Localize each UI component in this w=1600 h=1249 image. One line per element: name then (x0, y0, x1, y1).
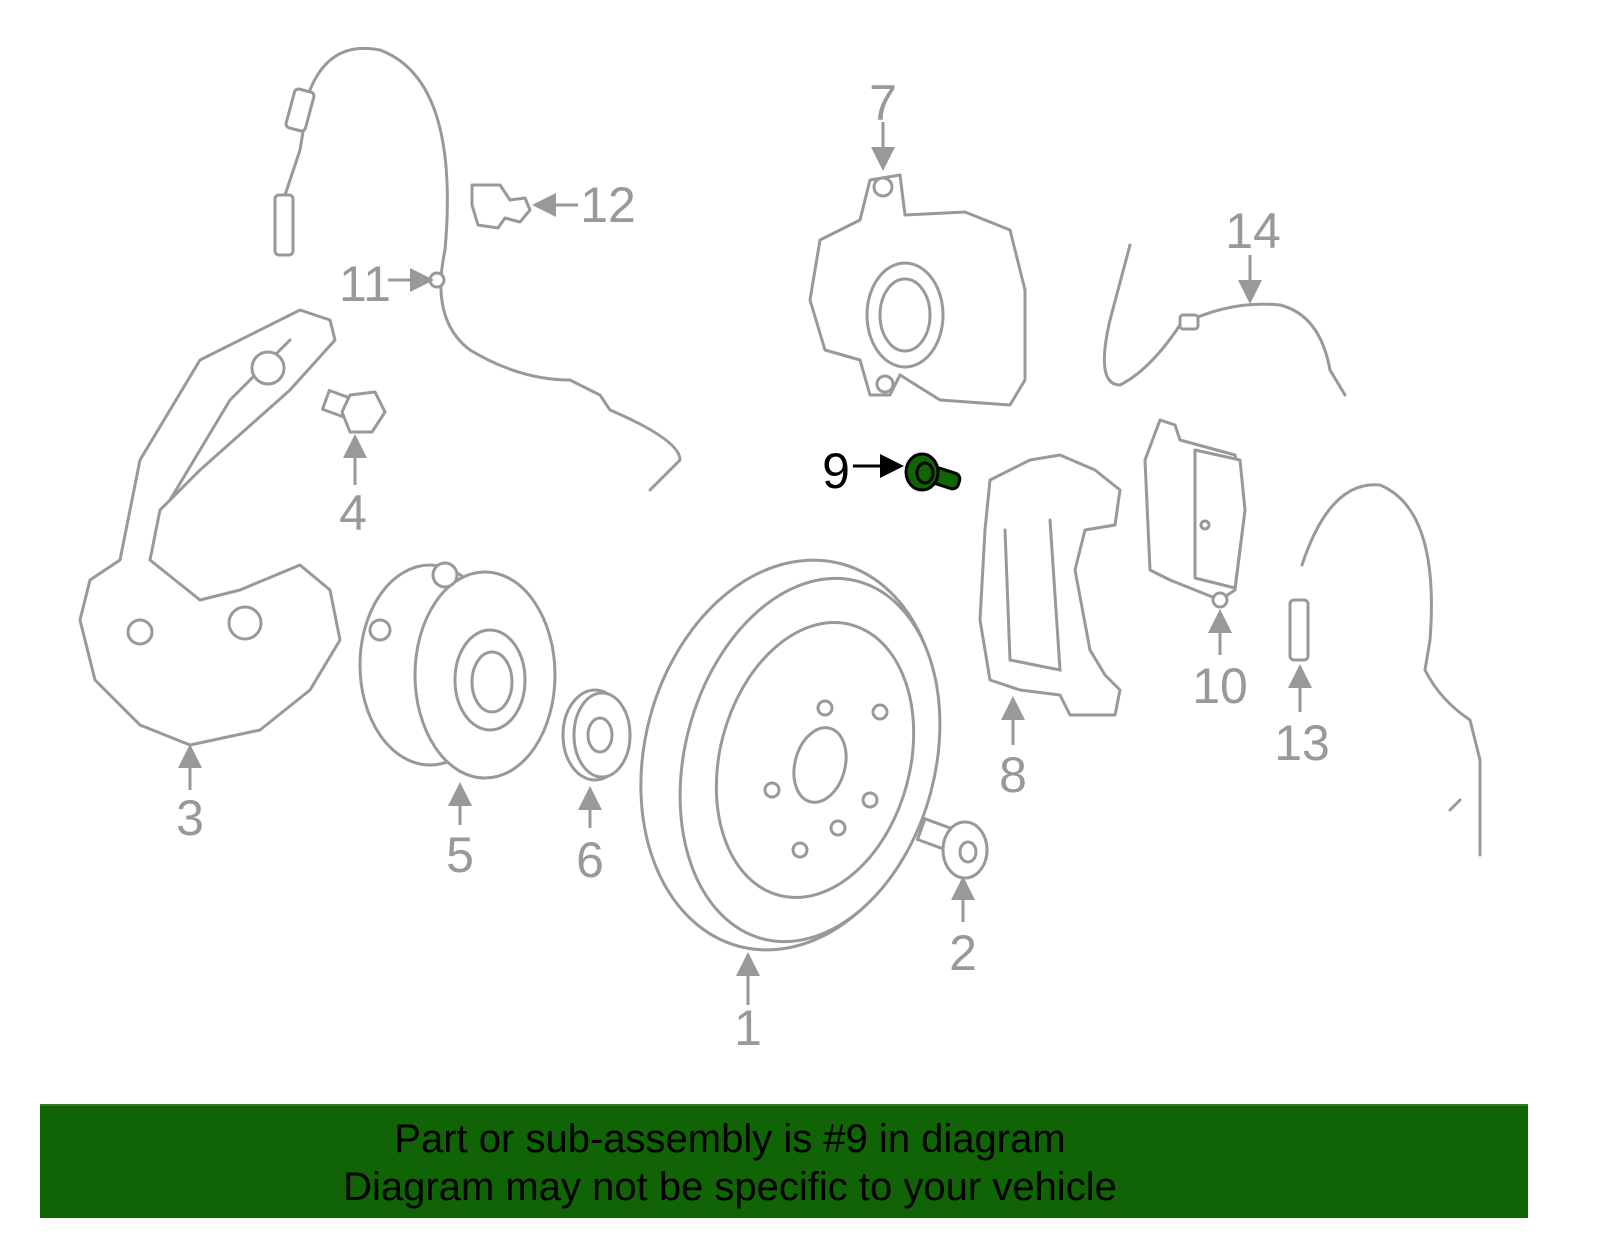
callout-label-14[interactable]: 14 (1225, 203, 1281, 259)
part-8-caliper-bracket[interactable] (978, 453, 1122, 717)
callout-label-2[interactable]: 2 (949, 925, 977, 981)
callout-label-8[interactable]: 8 (999, 747, 1027, 803)
banner-disclaimer-line: Diagram may not be specific to your vehi… (343, 1165, 1117, 1209)
banner-part-line: Part or sub-assembly is #9 in diagram (394, 1117, 1066, 1161)
part-3-dust-shield[interactable] (78, 308, 342, 747)
part-4-bolt[interactable] (320, 388, 387, 434)
part-2-bolt[interactable] (915, 817, 989, 880)
part-11-sensor-wire[interactable] (273, 46, 682, 492)
callout-label-5[interactable]: 5 (446, 827, 474, 883)
callout-label-6[interactable]: 6 (576, 832, 604, 888)
callout-label-9[interactable]: 9 (822, 443, 850, 499)
callout-label-12[interactable]: 12 (580, 177, 636, 233)
part-5-wheel-hub[interactable] (358, 561, 557, 780)
callout-label-13[interactable]: 13 (1274, 715, 1330, 771)
part-7-caliper[interactable] (808, 173, 1027, 407)
part-6-seal[interactable] (561, 688, 632, 782)
part-12-clip[interactable] (470, 183, 532, 230)
part-13-sensor[interactable] (1288, 483, 1482, 857)
callout-label-3[interactable]: 3 (176, 790, 204, 846)
part-1-brake-rotor[interactable] (599, 526, 982, 984)
part-9-bolt-highlighted[interactable] (904, 452, 962, 492)
part-info-banner: Part or sub-assembly is #9 in diagram Di… (40, 1104, 1528, 1218)
callout-label-4[interactable]: 4 (339, 485, 367, 541)
callout-arrows (178, 122, 1312, 1005)
part-14-brake-hose[interactable] (1102, 243, 1347, 397)
callout-label-1[interactable]: 1 (734, 1000, 762, 1056)
part-10-brake-pads[interactable] (1143, 418, 1247, 609)
callout-label-10[interactable]: 10 (1192, 658, 1248, 714)
callout-label-7[interactable]: 7 (869, 75, 897, 131)
callout-label-11[interactable]: 11 (339, 256, 391, 312)
